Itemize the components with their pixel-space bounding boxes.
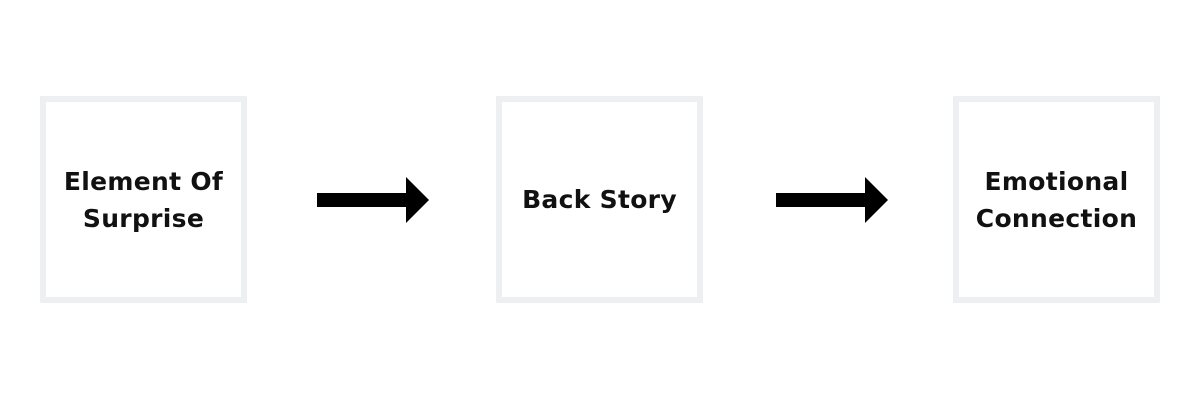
step-box-element-of-surprise: Element Of Surprise (40, 96, 247, 303)
step-label: Emotional Connection (975, 166, 1138, 233)
step-label: Element Of Surprise (63, 166, 224, 233)
step-box-back-story: Back Story (496, 96, 703, 303)
right-arrow-icon (775, 176, 889, 224)
step-label: Back Story (522, 185, 677, 214)
step-box-emotional-connection: Emotional Connection (953, 96, 1160, 303)
right-arrow-icon (316, 176, 430, 224)
